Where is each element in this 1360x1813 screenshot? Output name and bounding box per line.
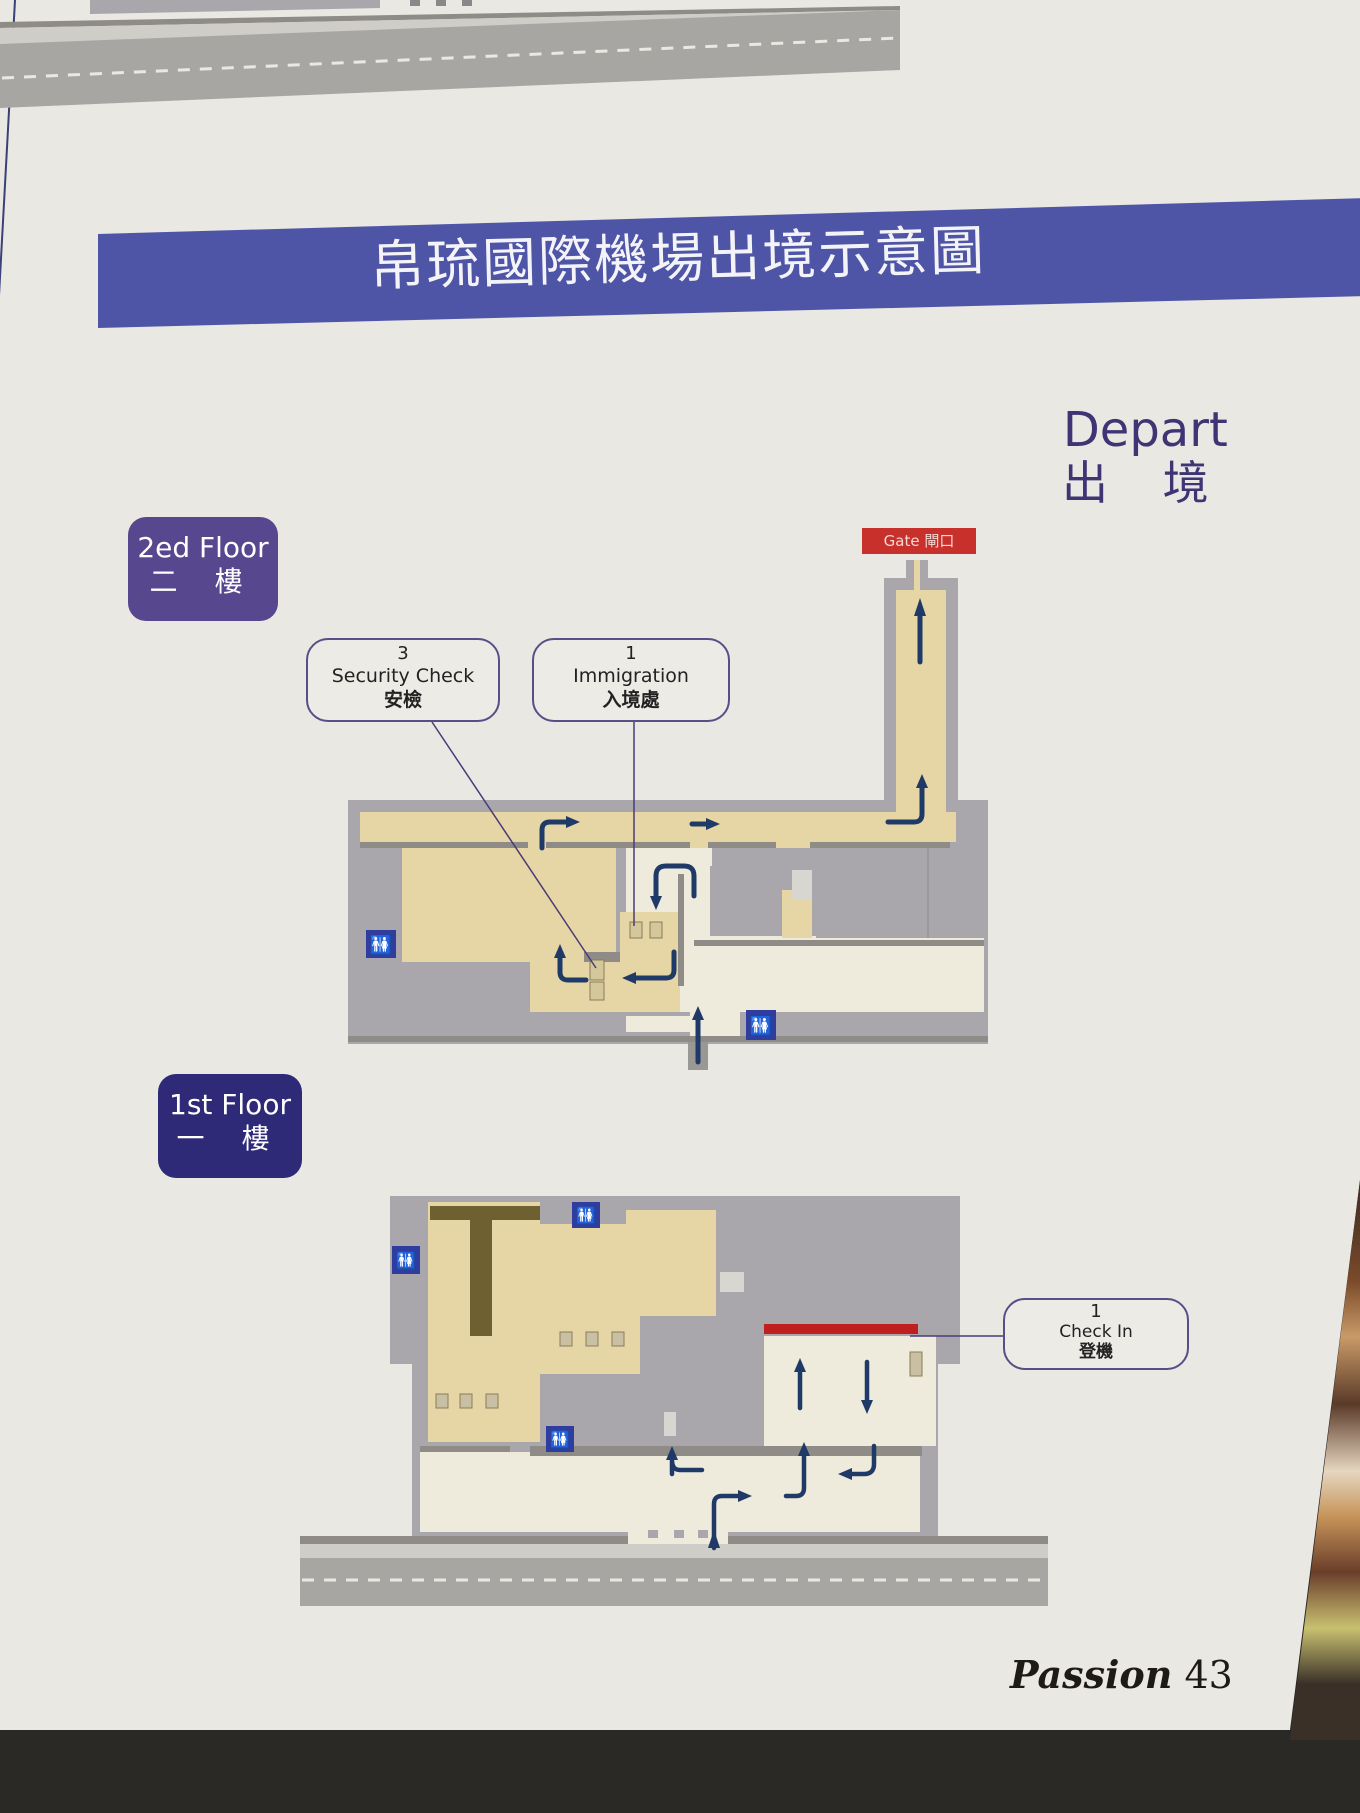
floor-1-badge: 1st Floor 一 樓 [158, 1074, 302, 1178]
floor-2-label-en: 2ed Floor [137, 531, 269, 564]
depart-label-zh: 出 境 [1062, 456, 1229, 510]
svg-text:🚻: 🚻 [576, 1206, 596, 1225]
restroom-icon: 🚻 [746, 1010, 776, 1040]
callout-label-en: Check In [1059, 1322, 1133, 1342]
svg-text:🚻: 🚻 [750, 1015, 772, 1037]
svg-text:🚻: 🚻 [370, 934, 392, 956]
callout-label-en: Security Check [331, 665, 475, 687]
depart-label-en: Depart [1062, 402, 1228, 458]
svg-text:🚻: 🚻 [550, 1430, 570, 1449]
callout-label-zh: 入境處 [602, 689, 660, 711]
top-road-remnant [0, 0, 900, 108]
restroom-icon: 🚻 [392, 1246, 420, 1274]
gate-label: Gate 閘口 [862, 528, 976, 554]
callout-label-zh: 安檢 [383, 689, 422, 711]
callout-label-en: Immigration [573, 665, 689, 687]
floor-1-label-zh: 一 樓 [176, 1122, 284, 1155]
callout-label-zh: 登機 [1079, 1342, 1113, 1362]
callout-immigration: 1 Immigration 入境處 [532, 638, 730, 722]
floor-2-label-zh: 二 樓 [149, 565, 257, 598]
restroom-icon: 🚻 [366, 930, 396, 958]
callout-check-in: 1 Check In 登機 [1003, 1298, 1189, 1370]
depart-heading: Depart 出 境 [1062, 404, 1229, 510]
restroom-icon: 🚻 [546, 1426, 574, 1452]
magazine-brand: Passion [1010, 1652, 1173, 1697]
step-number: 1 [1090, 1301, 1102, 1322]
restroom-icon: 🚻 [572, 1202, 600, 1228]
page-number: 43 [1184, 1653, 1233, 1697]
step-number: 1 [625, 643, 637, 664]
page-footer: Passion 43 [1010, 1652, 1233, 1697]
callout-security-check: 3 Security Check 安檢 [306, 638, 500, 722]
floor-2-badge: 2ed Floor 二 樓 [128, 517, 278, 621]
step-number: 3 [397, 643, 409, 664]
svg-text:🚻: 🚻 [396, 1251, 416, 1270]
floor-1-label-en: 1st Floor [169, 1088, 291, 1121]
